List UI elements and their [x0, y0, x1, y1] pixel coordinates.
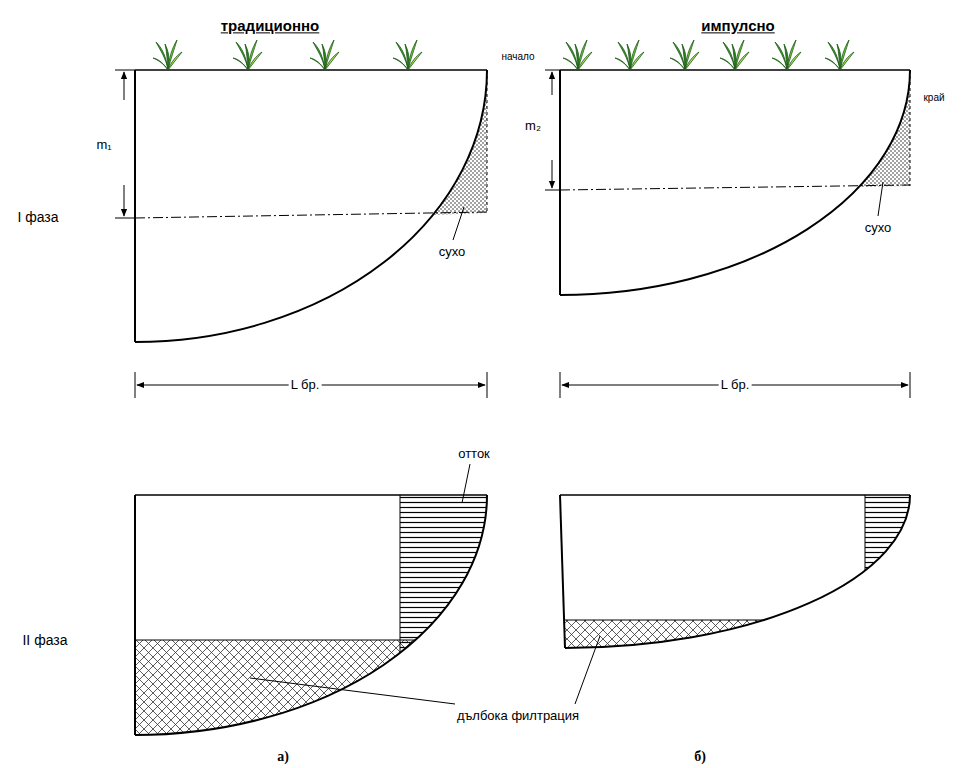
phase-one-traditional [115, 40, 487, 398]
root-depth-line [560, 185, 910, 190]
end-label: край [921, 92, 946, 104]
runoff-zone [865, 495, 910, 571]
deep-percolation-zone [565, 620, 764, 648]
percolation-label: дълбока филтрация [455, 709, 581, 724]
phase-one-pulse [545, 40, 910, 398]
column-heading: традиционно [219, 17, 321, 34]
column-heading: импулсно [699, 17, 776, 34]
dry-zone [433, 70, 487, 215]
length-label: L бр. [289, 378, 322, 393]
wetting-front [560, 70, 910, 295]
phase-label: II фаза [20, 632, 69, 648]
deep-percolation-zone [135, 640, 415, 735]
phase-two-pulse [560, 495, 910, 648]
start-label: начало [499, 51, 536, 63]
subfigure-caption: б) [692, 749, 708, 765]
leader-line [575, 636, 600, 704]
dry-zone [859, 70, 910, 187]
leader-line [250, 678, 455, 704]
leader-line [462, 464, 470, 503]
length-label: L бр. [719, 378, 752, 393]
depth-label: m₁ [94, 138, 113, 153]
depth-label: m₂ [523, 119, 543, 134]
leader-line [878, 182, 883, 216]
phase-label: I фаза [15, 209, 60, 225]
runoff-zone [400, 495, 487, 653]
wetting-front [135, 70, 487, 342]
root-depth-line [135, 212, 487, 218]
subfigure-caption: а) [275, 749, 291, 765]
dry-label: сухо [437, 245, 468, 260]
dry-label: сухо [863, 221, 894, 236]
runoff-label: отток [456, 447, 492, 462]
phase-two-traditional [135, 464, 487, 735]
leader-line [453, 207, 464, 240]
